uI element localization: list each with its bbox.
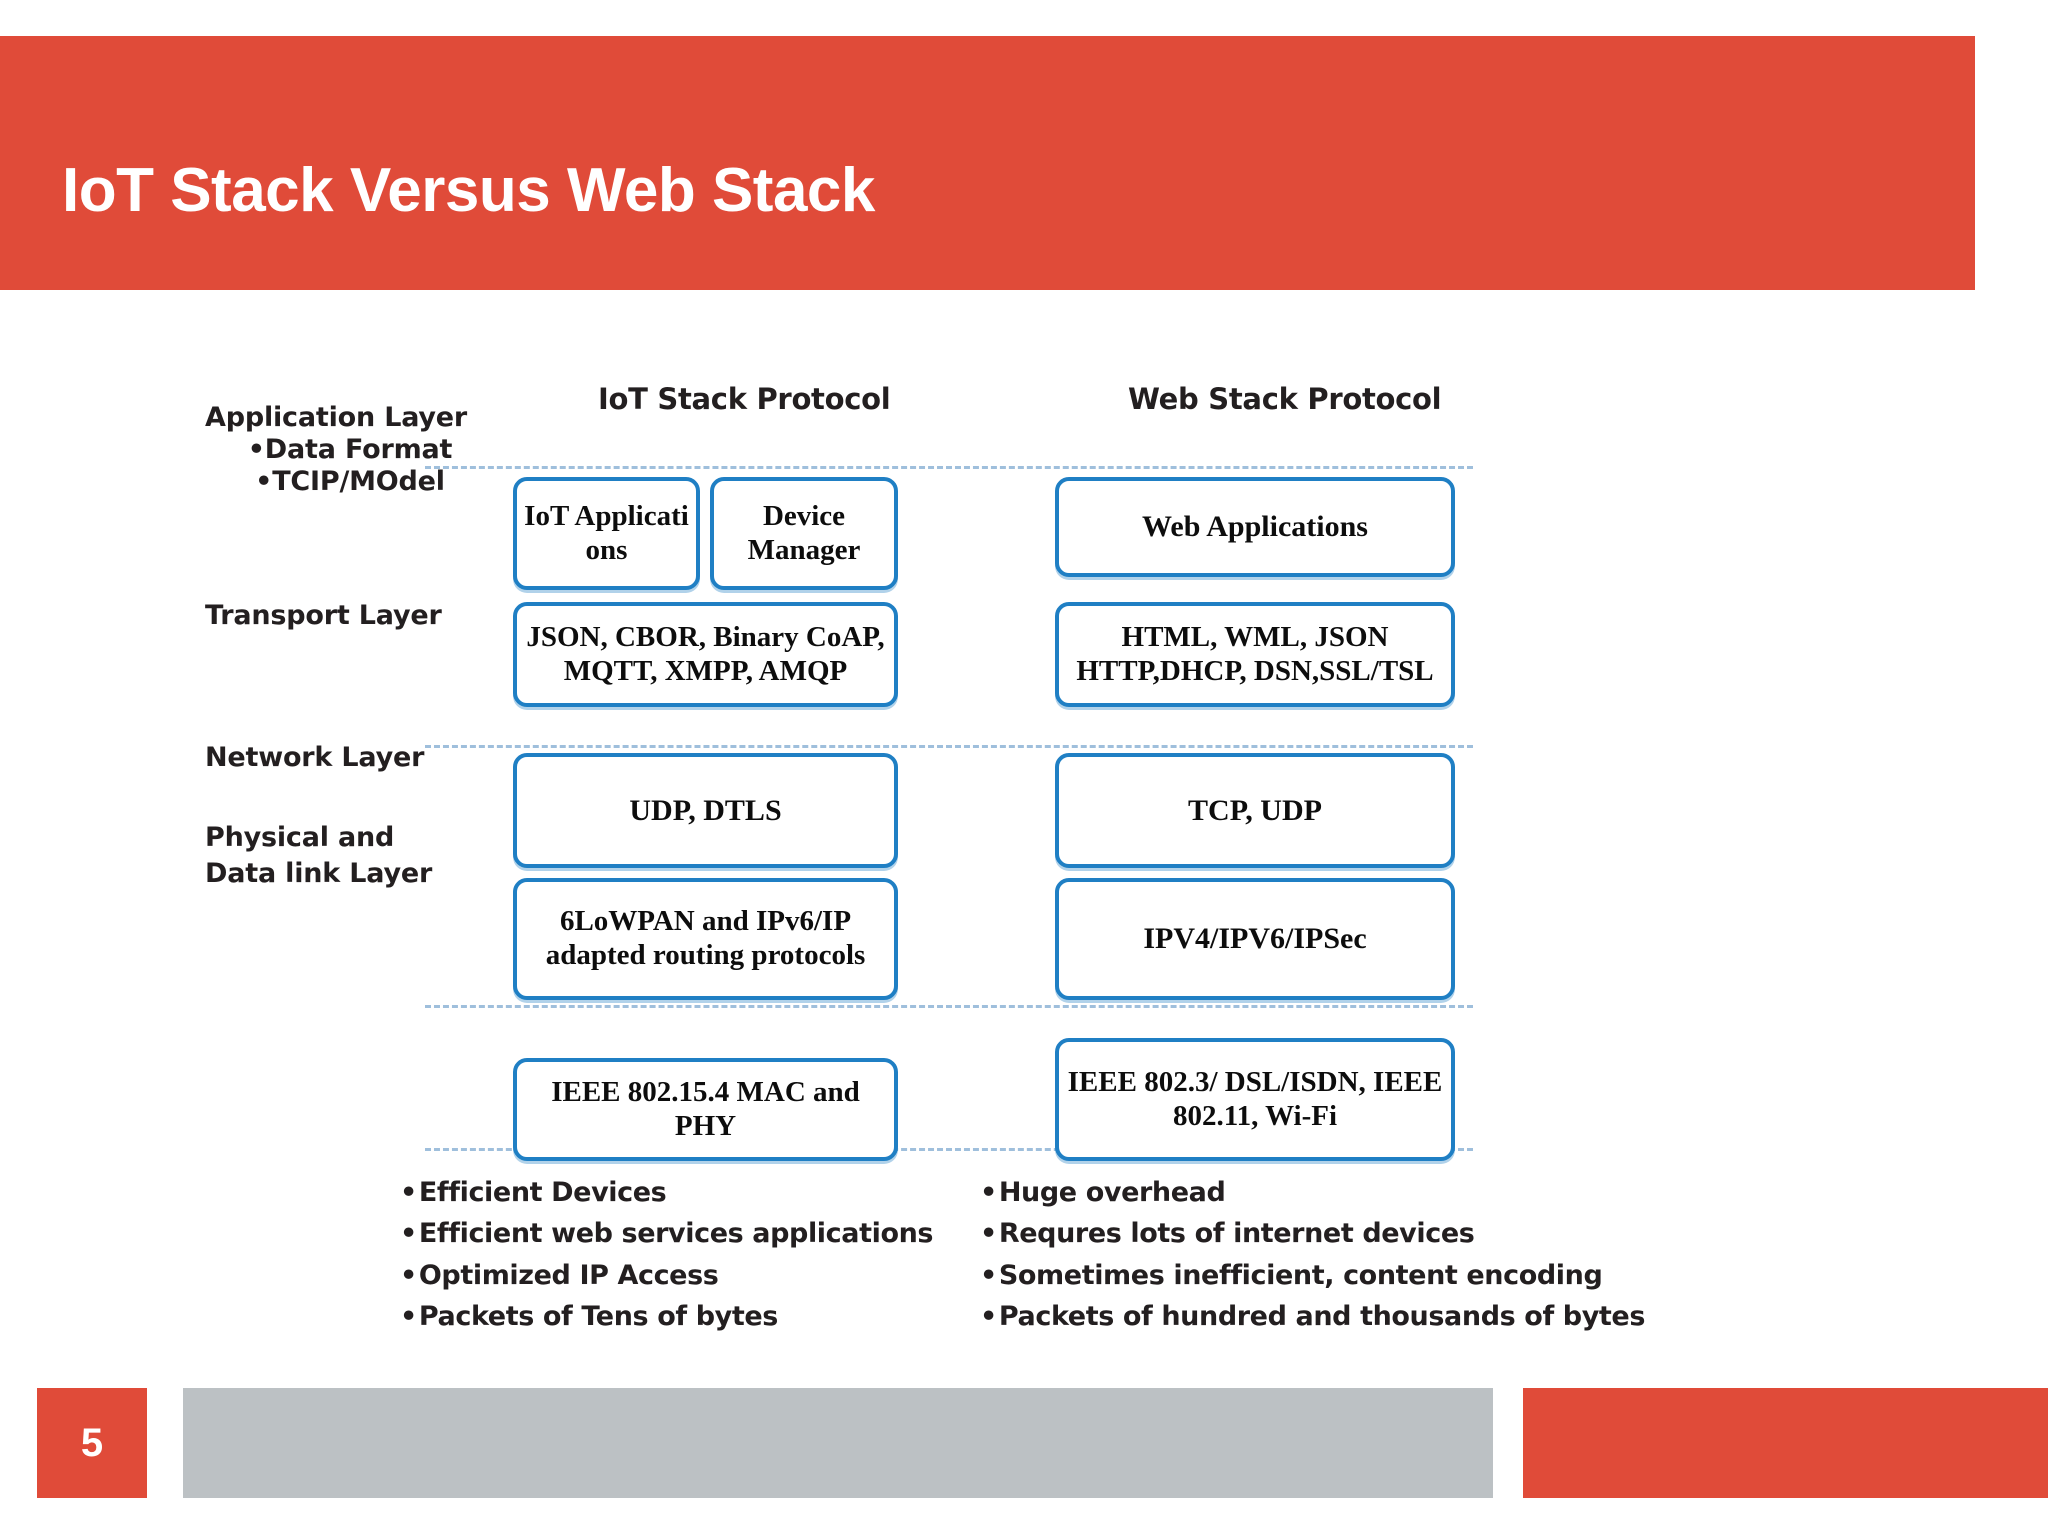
layer-label-network: Network Layer <box>205 742 425 773</box>
iot-vs-web-stack-diagram: IoT Stack Protocol Web Stack Protocol Ap… <box>0 290 2048 1350</box>
iot-transport-box: UDP, DTLS <box>513 753 898 868</box>
web-transport-box: TCP, UDP <box>1055 753 1455 868</box>
list-item: Requres lots of internet devices <box>980 1213 1645 1254</box>
web-notes-list: Huge overhead Requres lots of internet d… <box>980 1172 1646 1337</box>
layer-divider-application <box>425 745 1473 748</box>
page-number-badge: 5 <box>37 1388 147 1498</box>
column-header-iot: IoT Stack Protocol <box>598 382 891 416</box>
layer-label-application-bullet-1: •Data Format <box>247 433 453 465</box>
iot-device-manager-box: Device Manager <box>710 477 898 590</box>
title-banner <box>0 36 1975 290</box>
web-application-box: Web Applications <box>1055 477 1455 577</box>
layer-label-application-title: Application Layer <box>205 402 468 433</box>
web-network-box: IPV4/IPV6/IPSec <box>1055 878 1455 1000</box>
layer-divider-network <box>425 1148 1473 1151</box>
iot-application-box: IoT Applicati ons <box>513 477 700 590</box>
list-item: Efficient web services applications <box>400 1213 934 1254</box>
layer-label-physical: Physical and Data link Layer <box>205 820 432 893</box>
iot-network-box: 6LoWPAN and IPv6/IP adapted routing prot… <box>513 878 898 1000</box>
layer-label-physical-line-2: Data link Layer <box>205 858 433 890</box>
web-data-format-box: HTML, WML, JSON HTTP,DHCP, DSN,SSL/TSL <box>1055 602 1455 707</box>
list-item: Efficient Devices <box>400 1172 933 1213</box>
layer-divider-transport <box>425 1005 1473 1008</box>
page-title: IoT Stack Versus Web Stack <box>62 156 875 225</box>
list-item: Sometimes inefficient, content encoding <box>980 1255 1645 1296</box>
list-item: Packets of hundred and thousands of byte… <box>980 1296 1646 1337</box>
footer-gray-band <box>183 1388 1493 1498</box>
column-header-web: Web Stack Protocol <box>1128 382 1442 416</box>
list-item: Packets of Tens of bytes <box>400 1296 933 1337</box>
iot-physical-box: IEEE 802.15.4 MAC and PHY <box>513 1058 898 1161</box>
iot-notes-list: Efficient Devices Efficient web services… <box>400 1172 934 1337</box>
list-item: Optimized IP Access <box>400 1255 933 1296</box>
layer-label-application: Application Layer •Data Format •TCIP/MOd… <box>205 402 495 498</box>
layer-label-application-bullet-2: •TCIP/MOdel <box>255 465 445 497</box>
footer-accent-band <box>1523 1388 2048 1498</box>
layer-label-transport: Transport Layer <box>205 600 442 631</box>
layer-divider-top <box>425 466 1473 469</box>
iot-data-format-box: JSON, CBOR, Binary CoAP, MQTT, XMPP, AMQ… <box>513 602 898 707</box>
list-item: Huge overhead <box>980 1172 1645 1213</box>
layer-label-physical-line-1: Physical and <box>205 822 395 853</box>
web-physical-box: IEEE 802.3/ DSL/ISDN, IEEE 802.11, Wi-Fi <box>1055 1038 1455 1161</box>
